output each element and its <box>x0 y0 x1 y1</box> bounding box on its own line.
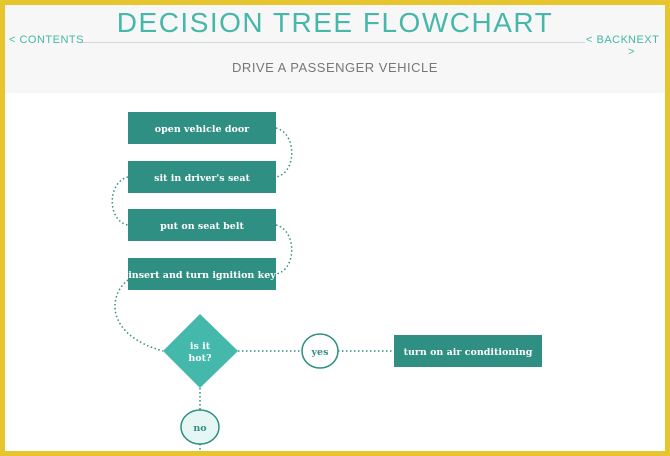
page-title: DECISION TREE FLOWCHART <box>116 7 554 38</box>
action-air-conditioning: turn on air conditioning <box>394 335 542 367</box>
contents-link[interactable]: < CONTENTS <box>9 34 84 46</box>
connector-1-2 <box>275 127 293 178</box>
decision-line2: hot? <box>188 353 212 364</box>
action-label: turn on air conditioning <box>404 347 533 358</box>
header-divider <box>80 42 585 43</box>
step-seat-belt: put on seat belt <box>128 209 276 241</box>
page-subtitle: DRIVE A PASSENGER VEHICLE <box>232 60 438 75</box>
connector-2-3 <box>111 176 129 226</box>
step-open-door: open vehicle door <box>128 112 276 144</box>
yes-label: yes <box>311 347 329 358</box>
step-ignition: insert and turn ignition key <box>128 258 276 290</box>
decision-line1: is it <box>190 341 211 352</box>
header: DECISION TREE FLOWCHART < CONTENTS < BAC… <box>5 5 665 93</box>
decision-diamond: is it hot? <box>163 314 238 388</box>
next-link[interactable]: NEXT > <box>628 34 660 58</box>
connector-3-4 <box>275 224 293 275</box>
no-circle: no <box>180 409 220 445</box>
step-label: insert and turn ignition key <box>128 270 276 281</box>
step-label: sit in driver's seat <box>154 173 250 184</box>
no-label: no <box>193 423 206 434</box>
connector-4-decision <box>114 279 164 352</box>
flowchart: open vehicle door sit in driver's seat p… <box>111 112 542 451</box>
back-link[interactable]: < BACK <box>586 34 629 46</box>
step-sit-seat: sit in driver's seat <box>128 161 276 193</box>
step-label: put on seat belt <box>160 221 244 232</box>
step-label: open vehicle door <box>155 124 250 135</box>
yes-circle: yes <box>301 333 339 369</box>
